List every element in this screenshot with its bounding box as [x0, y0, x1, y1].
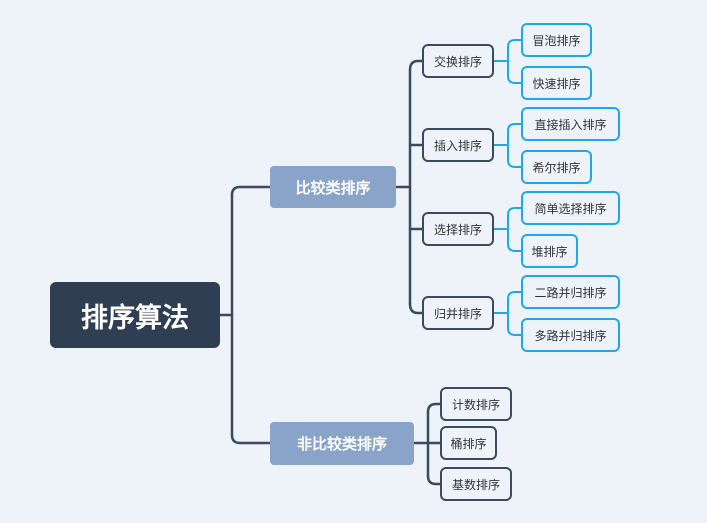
- root-node[interactable]: 排序算法: [50, 282, 220, 348]
- leaf-multi-way-merge-sort[interactable]: 多路并归排序: [521, 318, 620, 352]
- leaf-heap-sort[interactable]: 堆排序: [521, 234, 578, 268]
- leaf-straight-insertion-sort[interactable]: 直接插入排序: [521, 107, 620, 141]
- group-merge-sort[interactable]: 归并排序: [422, 296, 494, 330]
- leaf-quick-sort[interactable]: 快速排序: [521, 66, 592, 100]
- leaf-bubble-sort[interactable]: 冒泡排序: [521, 23, 592, 57]
- leaf-radix-sort[interactable]: 基数排序: [440, 467, 512, 501]
- group-insertion-sort[interactable]: 插入排序: [422, 128, 494, 162]
- leaf-two-way-merge-sort[interactable]: 二路并归排序: [521, 275, 620, 309]
- branch-non-comparison-sort[interactable]: 非比较类排序: [270, 422, 414, 465]
- group-selection-sort[interactable]: 选择排序: [422, 212, 494, 246]
- leaf-simple-selection-sort[interactable]: 简单选择排序: [521, 191, 620, 225]
- leaf-counting-sort[interactable]: 计数排序: [440, 387, 512, 421]
- branch-comparison-sort[interactable]: 比较类排序: [270, 166, 396, 208]
- leaf-shell-sort[interactable]: 希尔排序: [521, 150, 592, 184]
- leaf-bucket-sort[interactable]: 桶排序: [440, 426, 497, 460]
- group-exchange-sort[interactable]: 交换排序: [422, 44, 494, 78]
